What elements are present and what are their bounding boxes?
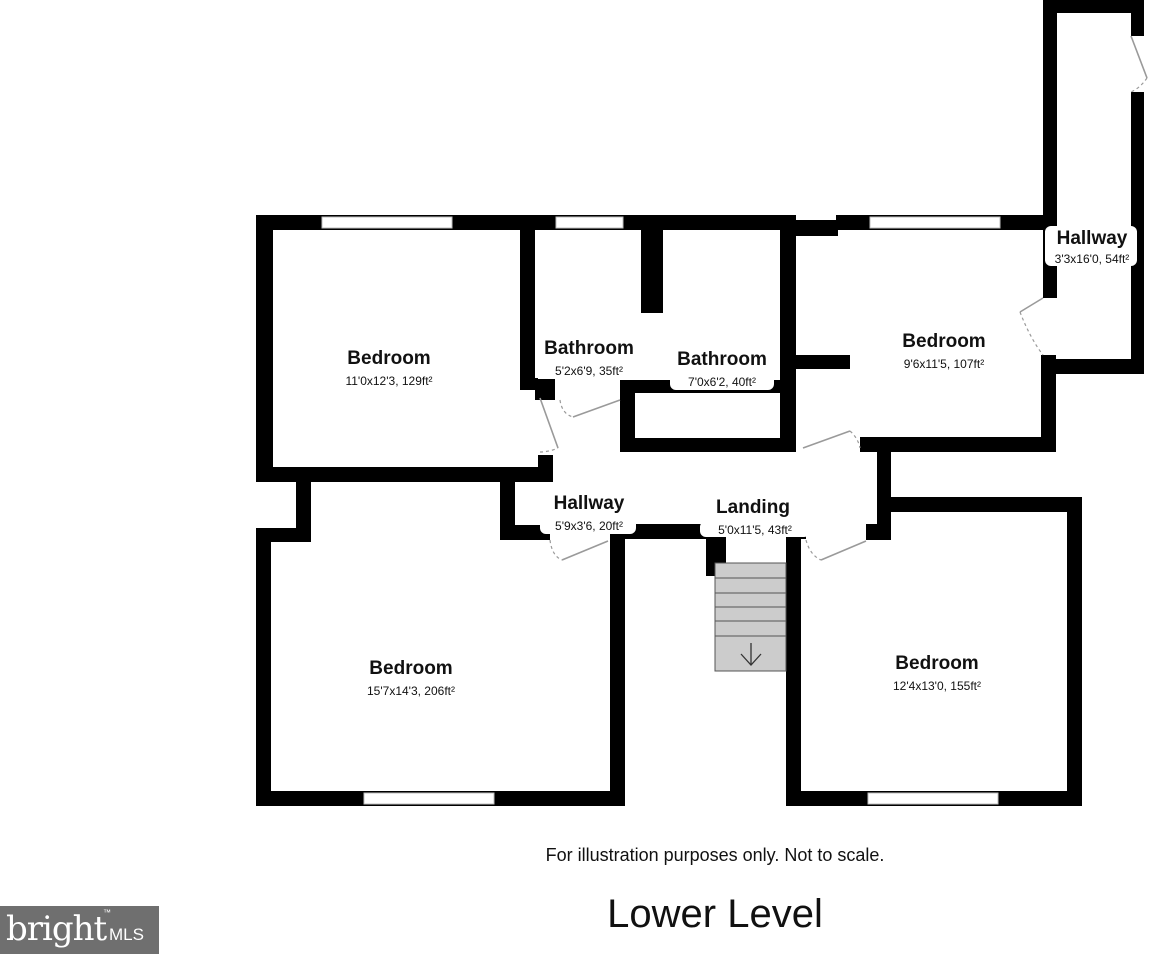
room-bedroom-bottom-left: Bedroom 15'7x14'3, 206ft²: [367, 658, 455, 698]
room-labels: Bedroom 11'0x12'3, 129ft² Bathroom 5'2x6…: [345, 226, 1137, 698]
window: [363, 792, 495, 805]
room-dimensions: 9'6x11'5, 107ft²: [904, 357, 984, 371]
doors: [539, 35, 1148, 561]
logo-trademark: ™: [103, 908, 111, 917]
window: [869, 216, 1001, 229]
room-name: Hallway: [1057, 228, 1128, 249]
room-bathroom-right: Bathroom 7'0x6'2, 40ft²: [670, 349, 774, 390]
room-bedroom-top-right: Bedroom 9'6x11'5, 107ft²: [902, 331, 985, 371]
room-bathroom-left: Bathroom 5'2x6'9, 35ft²: [538, 338, 638, 379]
room-name: Bedroom: [902, 331, 985, 352]
disclaimer-note: For illustration purposes only. Not to s…: [545, 845, 885, 865]
room-bedroom-top-left: Bedroom 11'0x12'3, 129ft²: [345, 348, 432, 388]
room-bedroom-bottom-right: Bedroom 12'4x13'0, 155ft²: [893, 653, 981, 693]
window: [321, 216, 453, 229]
room-hallway-small: Hallway 5'9x3'6, 20ft²: [540, 490, 636, 534]
room-hallway-right: Hallway 3'3x16'0, 54ft²: [1045, 226, 1137, 266]
windows: [321, 216, 1001, 805]
room-dimensions: 7'0x6'2, 40ft²: [688, 375, 756, 389]
room-dimensions: 3'3x16'0, 54ft²: [1055, 252, 1130, 266]
room-dimensions: 12'4x13'0, 155ft²: [893, 679, 981, 693]
room-dimensions: 15'7x14'3, 206ft²: [367, 684, 455, 698]
room-landing: Landing 5'0x11'5, 43ft²: [700, 497, 810, 537]
window: [555, 216, 624, 229]
room-dimensions: 5'2x6'9, 35ft²: [555, 364, 623, 378]
room-name: Hallway: [554, 493, 625, 514]
window: [867, 792, 999, 805]
level-title: Lower Level: [607, 892, 823, 936]
room-name: Bedroom: [895, 653, 978, 674]
room-name: Bedroom: [369, 658, 452, 679]
bright-mls-logo: bright ™ MLS: [0, 906, 159, 954]
room-dimensions: 11'0x12'3, 129ft²: [345, 374, 432, 388]
room-name: Landing: [716, 497, 790, 518]
logo-wordmark: bright: [6, 909, 107, 949]
room-dimensions: 5'9x3'6, 20ft²: [555, 519, 623, 533]
arrow-down-icon: [740, 643, 762, 666]
room-name: Bathroom: [677, 349, 767, 370]
room-name: Bedroom: [347, 348, 430, 369]
room-name: Bathroom: [544, 338, 634, 359]
stairs: [714, 562, 787, 672]
logo-suffix: MLS: [109, 925, 144, 944]
room-dimensions: 5'0x11'5, 43ft²: [718, 523, 792, 537]
